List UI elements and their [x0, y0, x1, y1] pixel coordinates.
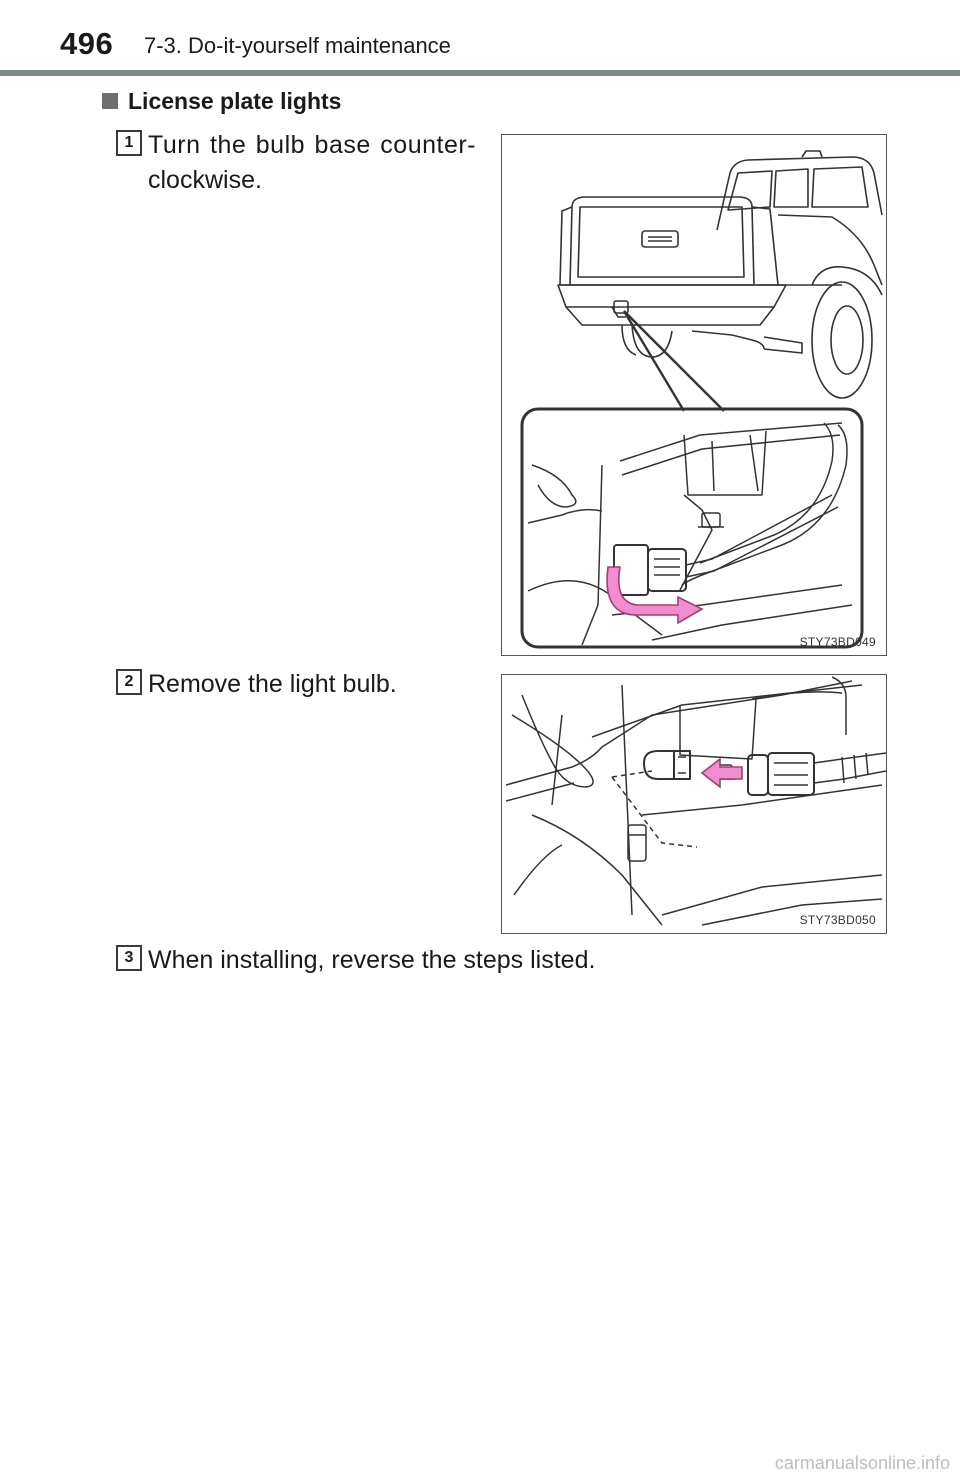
figure-remove-light-bulb: STY73BD050 — [501, 674, 887, 934]
square-bullet-icon — [102, 93, 118, 109]
step-2-text: Remove the light bulb. — [148, 670, 397, 698]
figure-remove-bulb-base: STY73BD049 — [501, 134, 887, 656]
subheading: License plate lights — [102, 88, 341, 115]
truck-rear-illustration — [520, 150, 883, 649]
watermark: carmanualsonline.info — [774, 1453, 950, 1473]
subheading-text: License plate lights — [128, 88, 342, 114]
figure-code-1: STY73BD049 — [799, 635, 876, 649]
header-rule — [0, 70, 960, 76]
figure-code-2: STY73BD050 — [799, 913, 876, 927]
counterclockwise-arrow-icon — [606, 566, 704, 625]
bulb-removal-illustration — [505, 676, 886, 926]
step-number-3: 3 — [116, 945, 142, 971]
page-number: 496 — [60, 26, 114, 61]
step-3-text: When installing, reverse the steps liste… — [148, 946, 596, 974]
section-title: 7-3. Do-it-yourself maintenance — [144, 33, 451, 58]
step-1-text-line2: clockwise. — [148, 166, 262, 194]
page-header: 496 7-3. Do-it-yourself maintenance — [0, 0, 960, 78]
step-number-1: 1 — [116, 130, 142, 156]
pull-arrow-icon — [700, 757, 743, 789]
step-number-2: 2 — [116, 669, 142, 695]
step-1-text: Turn the bulb base counter- clockwise. — [148, 128, 476, 198]
step-1-text-line1: Turn the bulb base counter- — [148, 131, 476, 159]
